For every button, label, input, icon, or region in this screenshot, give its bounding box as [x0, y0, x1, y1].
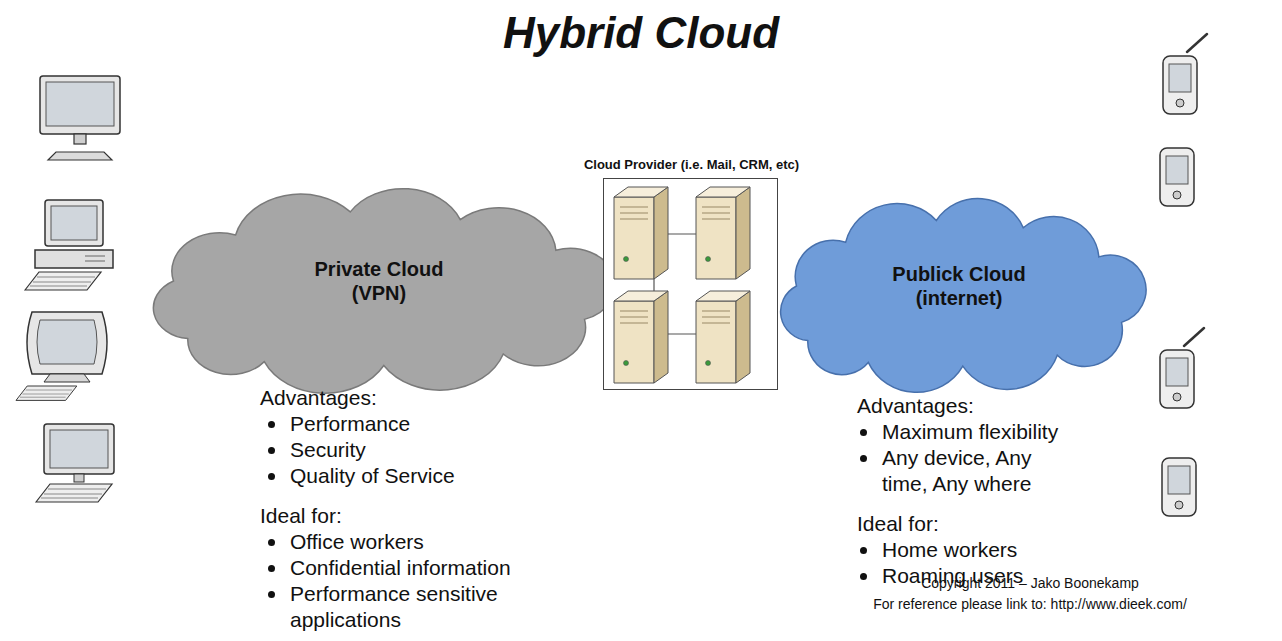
bullet — [268, 447, 275, 454]
bullet — [268, 591, 275, 598]
list-item: Confidential information — [290, 555, 511, 581]
provider-box: Cloud Provider (i.e. Mail, CRM, etc) — [603, 178, 778, 390]
list-heading: Advantages: — [260, 385, 377, 411]
list-heading: Advantages: — [857, 393, 974, 419]
list-heading: Ideal for: — [260, 503, 342, 529]
public-cloud: Publick Cloud (internet) — [770, 195, 1148, 377]
bullet — [268, 565, 275, 572]
bullet — [268, 473, 275, 480]
bullet — [860, 455, 867, 462]
diagram-title: Hybrid Cloud — [0, 6, 1282, 60]
list-item: Office workers — [290, 529, 424, 555]
list-item: Quality of Service — [290, 463, 455, 489]
cloud-shape — [770, 195, 1148, 377]
bullet — [268, 421, 275, 428]
list-item: Security — [290, 437, 366, 463]
list-heading: Ideal for: — [857, 511, 939, 537]
bullet — [268, 539, 275, 546]
list-item: Performance sensitive applications — [290, 581, 525, 633]
copyright-note: Copyright 2011 – Jako Boonekamp — [830, 573, 1230, 593]
bullet — [860, 573, 867, 580]
list-item: Performance — [290, 411, 410, 437]
list-item: Any device, Any time, Any where — [882, 445, 1060, 497]
list-item: Maximum flexibility — [882, 419, 1058, 445]
bullet — [860, 429, 867, 436]
box-heading: Cloud Provider (i.e. Mail, CRM, etc) — [564, 157, 819, 173]
server-illustration — [604, 179, 779, 391]
copyright-note: For reference please link to: http://www… — [830, 594, 1230, 614]
cloud-label: Private Cloud (VPN) — [299, 257, 459, 305]
private-cloud: Private Cloud (VPN) — [140, 185, 618, 377]
cloud-shape — [140, 185, 618, 377]
list-item: Home workers — [882, 537, 1017, 563]
cloud-label: Publick Cloud (internet) — [879, 262, 1039, 310]
bullet — [860, 547, 867, 554]
